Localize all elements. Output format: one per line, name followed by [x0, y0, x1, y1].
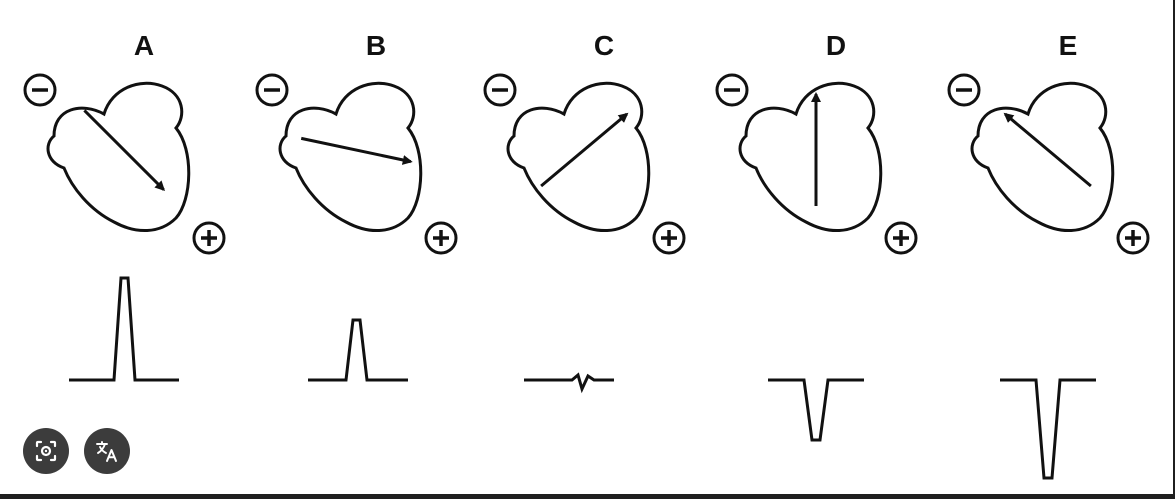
- panel-letter: C: [594, 30, 614, 61]
- axis-arrow-icon: [540, 112, 629, 188]
- heart-outline: [506, 81, 651, 233]
- heart-outline: [738, 81, 883, 233]
- panel-letter: A: [134, 30, 154, 61]
- axis-arrow-icon: [83, 109, 166, 192]
- panel-letter: D: [826, 30, 846, 61]
- translate-button[interactable]: [84, 428, 130, 474]
- ecg-waveform: [768, 378, 864, 442]
- ecg-waveform: [1000, 378, 1096, 480]
- axis-arrow-icon: [1003, 112, 1092, 188]
- heart-outline: [278, 81, 423, 233]
- panel-letter: B: [366, 30, 386, 61]
- panel-d: D−+: [715, 30, 918, 442]
- translate-icon: [96, 441, 117, 462]
- panel-a: A−+: [23, 30, 226, 382]
- lens-icon: [35, 440, 57, 462]
- panel-c: C−+: [483, 30, 686, 394]
- heart-outline: [46, 81, 191, 233]
- ecg-waveform: [524, 372, 614, 394]
- panel-letter: E: [1059, 30, 1078, 61]
- heart-outline: [970, 81, 1115, 233]
- panel-e: E−+: [947, 30, 1150, 480]
- visual-search-button[interactable]: [23, 428, 69, 474]
- ecg-waveform: [308, 318, 408, 382]
- ecg-waveform: [69, 276, 179, 382]
- axis-arrow-icon: [300, 136, 413, 165]
- panel-b: B−+: [255, 30, 458, 382]
